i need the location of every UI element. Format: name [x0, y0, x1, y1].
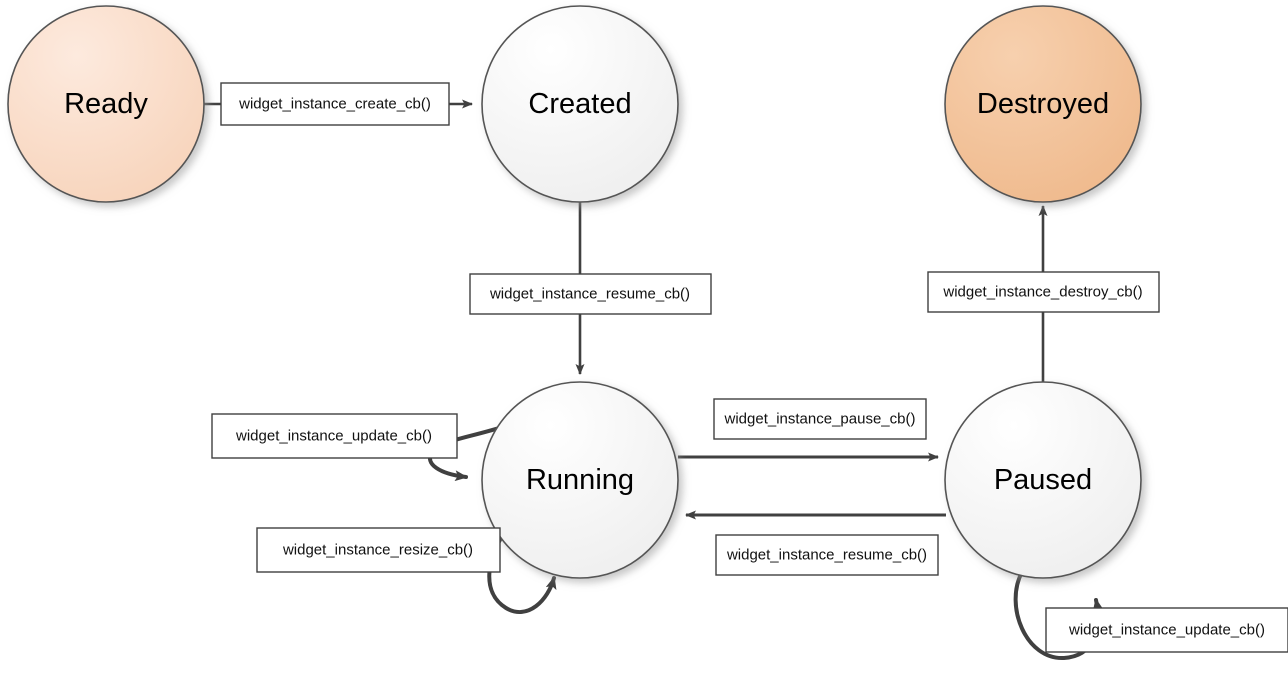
edge-label-resume-start-text: widget_instance_resume_cb()	[489, 286, 690, 303]
state-node-paused-label: Paused	[994, 464, 1092, 496]
edge-label-update-running: widget_instance_update_cb()	[211, 413, 458, 459]
state-node-destroyed-label: Destroyed	[977, 88, 1109, 120]
edge-label-pause-box	[713, 398, 927, 440]
state-node-running-label: Running	[526, 464, 634, 496]
edge-label-update-paused-text: widget_instance_update_cb()	[1068, 622, 1265, 639]
state-node-destroyed[interactable]: Destroyed	[944, 5, 1142, 203]
state-node-ready[interactable]: Ready	[7, 5, 205, 203]
edge-label-create-box	[220, 82, 450, 126]
edge-label-resize-running-text: widget_instance_resize_cb()	[282, 542, 473, 559]
state-node-running-circle[interactable]	[481, 381, 679, 579]
edge-label-resume-start-box	[469, 273, 712, 315]
edge-label-resume-back: widget_instance_resume_cb()	[715, 534, 939, 576]
state-node-created-label: Created	[528, 88, 631, 120]
edge-label-create-text: widget_instance_create_cb()	[238, 96, 431, 113]
state-node-paused-circle[interactable]	[944, 381, 1142, 579]
state-node-ready-label: Ready	[64, 88, 148, 120]
state-node-ready-circle[interactable]	[7, 5, 205, 203]
edge-label-destroy: widget_instance_destroy_cb()	[927, 271, 1160, 313]
state-node-running[interactable]: Running	[481, 381, 679, 579]
edge-label-resize-running: widget_instance_resize_cb()	[256, 527, 501, 573]
edge-label-resize-running-box	[256, 527, 501, 573]
state-node-created-circle[interactable]	[481, 5, 679, 203]
edge-label-destroy-text: widget_instance_destroy_cb()	[942, 284, 1142, 301]
state-node-paused[interactable]: Paused	[944, 381, 1142, 579]
edge-label-update-paused-box	[1045, 607, 1288, 653]
edge-label-destroy-box	[927, 271, 1160, 313]
edge-label-resume-start: widget_instance_resume_cb()	[469, 273, 712, 315]
edge-label-pause: widget_instance_pause_cb()	[713, 398, 927, 440]
edge-label-pause-text: widget_instance_pause_cb()	[724, 411, 916, 428]
edge-label-update-running-box	[211, 413, 458, 459]
edge-label-update-paused: widget_instance_update_cb()	[1045, 607, 1288, 653]
state-node-destroyed-circle[interactable]	[944, 5, 1142, 203]
edge-label-resume-back-box	[715, 534, 939, 576]
edge-label-update-running-text: widget_instance_update_cb()	[235, 428, 432, 445]
edge-label-create: widget_instance_create_cb()	[220, 82, 450, 126]
state-node-created[interactable]: Created	[481, 5, 679, 203]
edge-label-resume-back-text: widget_instance_resume_cb()	[726, 547, 927, 564]
